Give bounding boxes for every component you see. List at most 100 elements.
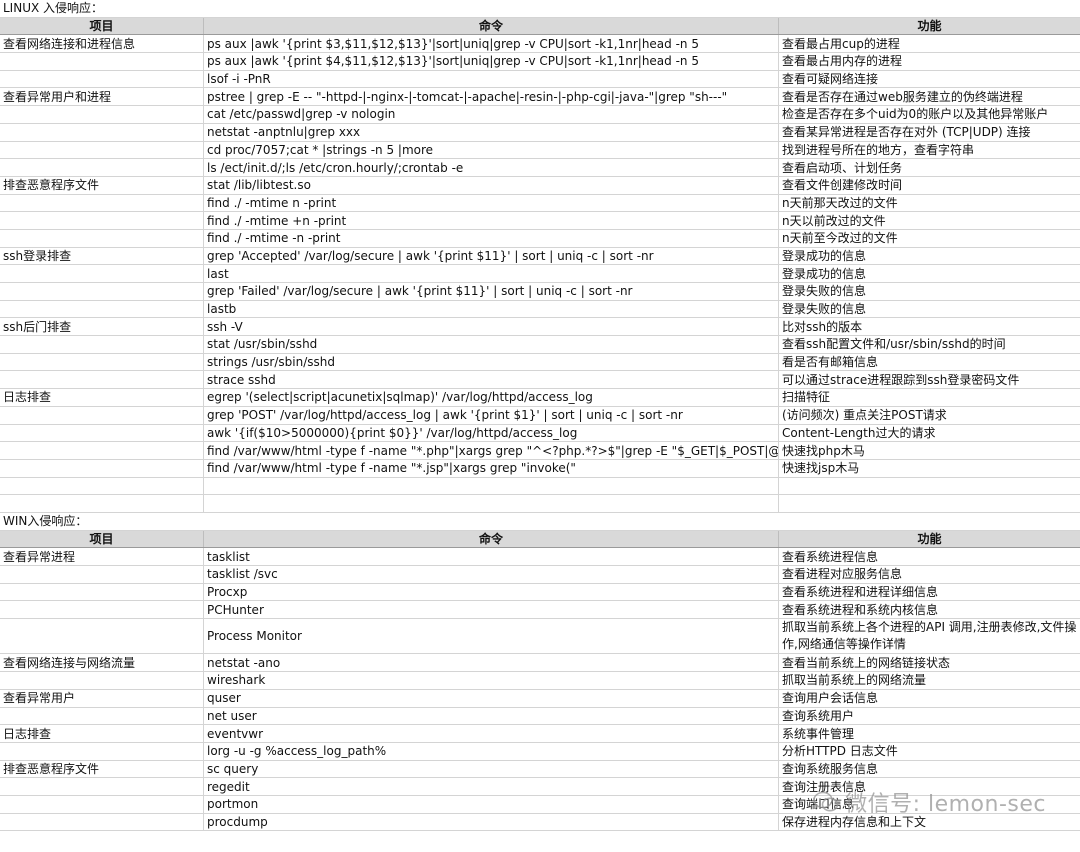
section-title-row: WIN入侵响应： — [0, 513, 1080, 531]
item-cell — [0, 300, 204, 318]
function-cell: 查询注册表信息 — [782, 779, 867, 794]
command-cell: netstat -anptnlu|grep xxx — [204, 123, 779, 141]
item-cell — [0, 707, 204, 725]
function-cell: 查看ssh配置文件和/usr/sbin/sshd的时间 — [782, 337, 1006, 352]
item-cell — [0, 53, 204, 70]
function-cell: 查看最占用cup的进程 — [782, 36, 900, 51]
command-cell: lsof -i -PnR — [204, 70, 779, 88]
table-row: find /var/www/html -type f -name "*.php"… — [0, 442, 1080, 460]
item-cell — [0, 371, 204, 389]
function-cell: 登录成功的信息 — [782, 248, 867, 263]
command-cell: cat /etc/passwd|grep -v nologin — [204, 106, 779, 123]
function-cell: 查看系统进程和系统内核信息 — [782, 602, 939, 617]
command-cell: tasklist — [204, 548, 779, 565]
win-section-title: WIN入侵响应： — [3, 514, 88, 529]
item-cell — [0, 778, 204, 795]
item-cell: 排查恶意程序文件 — [0, 176, 204, 194]
item-cell — [0, 123, 204, 141]
function-cell: 分析HTTPD 日志文件 — [782, 744, 898, 759]
command-cell: egrep '(select|script|acunetix|sqlmap)' … — [204, 389, 779, 406]
item-cell — [0, 141, 204, 159]
header-item: 项目 — [0, 17, 204, 35]
function-cell: 快速找php木马 — [782, 443, 865, 458]
item-cell — [0, 70, 204, 88]
header-function: 功能 — [779, 17, 1080, 35]
item-cell: 查看网络连接与网络流量 — [0, 654, 204, 672]
item-cell — [0, 212, 204, 229]
item-cell — [0, 619, 204, 654]
command-cell: pstree | grep -E -- "-httpd-|-nginx-|-to… — [204, 88, 779, 106]
function-cell: 查看系统进程和进程详细信息 — [782, 585, 939, 600]
item-cell — [0, 106, 204, 123]
command-cell: last — [204, 265, 779, 282]
command-cell: strings /usr/sbin/sshd — [204, 353, 779, 371]
table-row: find /var/www/html -type f -name "*.jsp"… — [0, 459, 1080, 478]
function-cell: 查看可疑网络连接 — [782, 72, 879, 87]
header-command: 命令 — [204, 530, 779, 548]
command-cell: netstat -ano — [204, 654, 779, 672]
function-cell: 找到进程号所在的地方，查看字符串 — [782, 142, 975, 157]
function-cell: 抓取当前系统上各个进程的API 调用,注册表修改,文件操作,网络通信等操作详情 — [782, 620, 1077, 652]
function-cell: 查看当前系统上的网络链接状态 — [782, 655, 951, 670]
function-cell: 登录失败的信息 — [782, 284, 867, 299]
function-cell: 检查是否存在多个uid为0的账户以及其他异常账户 — [782, 107, 1049, 122]
item-cell: ssh登录排查 — [0, 247, 204, 265]
header-item: 项目 — [0, 530, 204, 548]
table-row: awk '{if($10>5000000){print $0}}' /var/l… — [0, 424, 1080, 443]
function-cell: 查看是否存在通过web服务建立的伪终端进程 — [782, 89, 1023, 104]
command-cell: awk '{if($10>5000000){print $0}}' /var/l… — [204, 424, 779, 442]
command-cell: find ./ -mtime n -print — [204, 194, 779, 212]
item-cell — [0, 194, 204, 212]
item-cell: 查看异常用户和进程 — [0, 88, 204, 106]
item-cell — [0, 265, 204, 282]
command-cell: stat /lib/libtest.so — [204, 176, 779, 194]
command-cell: ps aux |awk '{print $4,$11,$12,$13}'|sor… — [204, 53, 779, 70]
command-cell: quser — [204, 689, 779, 707]
command-cell: eventvwr — [204, 725, 779, 742]
function-cell: 抓取当前系统上的网络流量 — [782, 673, 927, 688]
command-cell: tasklist /svc — [204, 566, 779, 583]
function-cell: Content-Length过大的请求 — [782, 425, 936, 440]
command-cell: ssh -V — [204, 318, 779, 336]
item-cell — [0, 336, 204, 353]
item-cell: ssh后门排查 — [0, 318, 204, 336]
item-cell — [0, 406, 204, 424]
command-cell: strace sshd — [204, 371, 779, 389]
item-cell: 查看网络连接和进程信息 — [0, 35, 204, 53]
item-cell — [0, 583, 204, 601]
function-cell: 查看系统进程信息 — [782, 549, 879, 564]
item-cell — [0, 672, 204, 689]
item-cell — [0, 353, 204, 371]
function-cell: 查看某异常进程是否存在对外 (TCP|UDP) 连接 — [782, 125, 1031, 140]
function-cell: 登录失败的信息 — [782, 302, 867, 317]
function-cell: (访问频次) 重点关注POST请求 — [782, 408, 947, 423]
function-cell: 查询端口信息 — [782, 797, 855, 812]
item-cell — [0, 601, 204, 619]
item-cell — [0, 283, 204, 300]
item-cell — [0, 566, 204, 583]
section-title-row: LINUX 入侵响应： — [0, 0, 1080, 18]
function-cell: 扫描特征 — [782, 390, 831, 405]
command-cell: PCHunter — [204, 601, 779, 619]
command-cell: regedit — [204, 778, 779, 795]
function-cell: 查看文件创建修改时间 — [782, 178, 903, 193]
win-header-row: 项目 命令 功能 — [0, 530, 1080, 549]
command-cell: grep 'POST' /var/log/httpd/access_log | … — [204, 406, 779, 424]
function-cell: 查询系统服务信息 — [782, 761, 879, 776]
function-cell: n天以前改过的文件 — [782, 213, 886, 228]
command-cell: Procxp — [204, 583, 779, 601]
